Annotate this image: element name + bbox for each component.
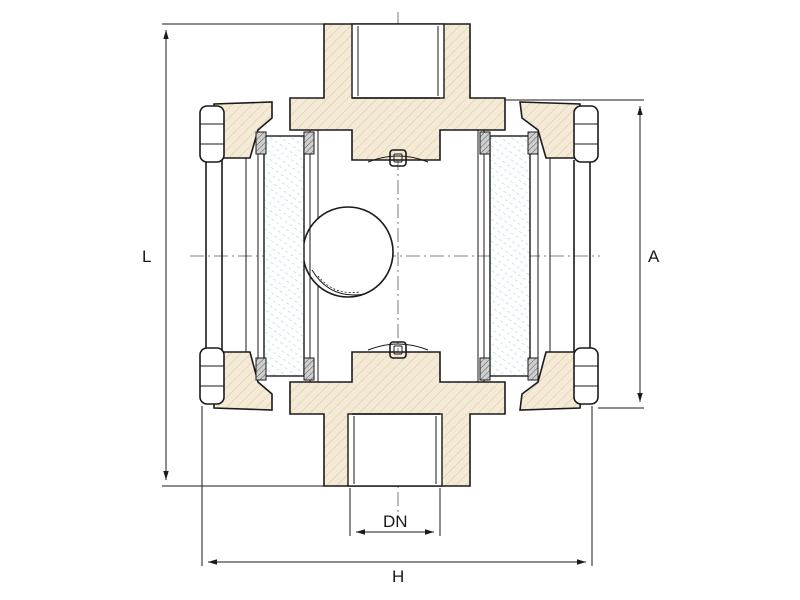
- right-glass-assembly: [479, 101, 599, 411]
- dimension-dn-label: DN: [383, 512, 408, 531]
- dimension-h: H: [201, 406, 593, 586]
- dimension-h-label: H: [392, 567, 404, 586]
- right-bottom-bolt: [573, 347, 599, 405]
- dimension-a: A: [505, 99, 660, 409]
- left-top-bolt: [199, 105, 225, 163]
- top-plug: [367, 149, 429, 167]
- dimension-l: L: [142, 23, 324, 487]
- indicator-ball: [302, 206, 394, 298]
- left-bottom-bolt: [199, 347, 225, 405]
- housing-body: [289, 23, 506, 487]
- dimension-l-label: L: [142, 247, 151, 266]
- right-top-bolt: [573, 105, 599, 163]
- dimension-a-label: A: [648, 247, 660, 266]
- bottom-plug: [367, 341, 429, 359]
- left-glass-assembly: [199, 101, 315, 411]
- dimension-dn: DN: [349, 488, 441, 536]
